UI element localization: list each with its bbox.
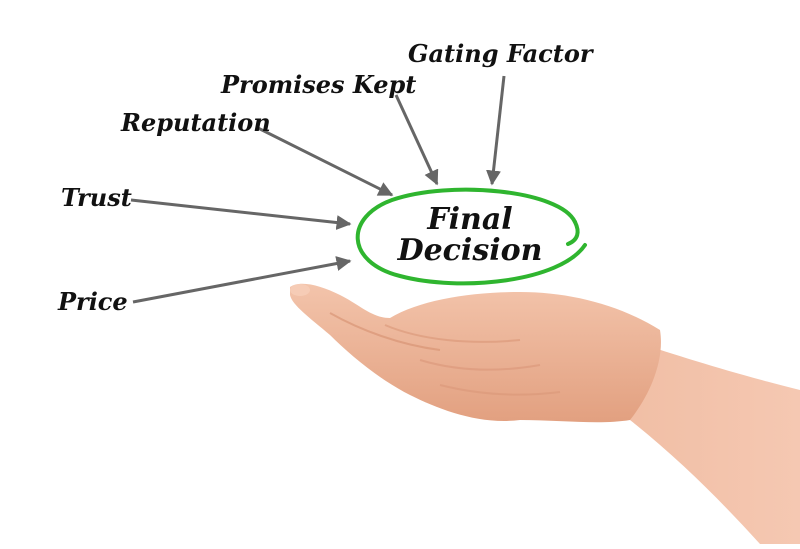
center-label-line2: Decision bbox=[397, 233, 543, 268]
factor-label-promises-kept: Promises Kept bbox=[221, 70, 417, 99]
center-ellipse-tail bbox=[566, 220, 580, 246]
factor-label-price: Price bbox=[58, 287, 128, 316]
center-label: Final Decision bbox=[380, 204, 560, 266]
factor-label-gating-factor: Gating Factor bbox=[408, 39, 593, 68]
arrow-reputation bbox=[257, 126, 394, 197]
center-label-line1: Final bbox=[427, 202, 513, 237]
center-ellipse bbox=[355, 187, 587, 286]
factor-label-trust: Trust bbox=[61, 183, 132, 212]
arrow-price bbox=[132, 256, 352, 304]
hand-illustration bbox=[290, 283, 800, 544]
arrow-gating-factor bbox=[486, 75, 506, 186]
arrow-promises-kept bbox=[394, 94, 439, 186]
arrow-trust bbox=[130, 198, 352, 230]
factor-label-reputation: Reputation bbox=[121, 108, 271, 137]
